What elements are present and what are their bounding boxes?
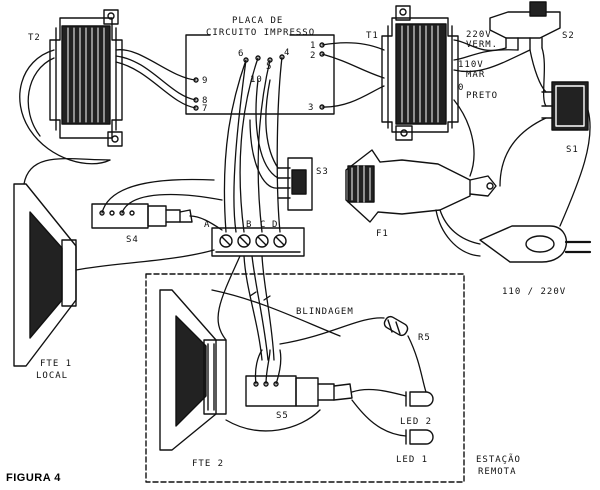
s5-label: S5 <box>276 411 289 421</box>
pcb-pin-6: 6 <box>238 49 244 59</box>
speaker-fte2 <box>159 289 227 451</box>
s2-label: S2 <box>562 31 575 41</box>
switch-s3 <box>277 157 313 211</box>
fuse-holder-f1 <box>345 149 497 223</box>
pcb-pin-3: 3 <box>308 103 314 113</box>
tap-preto: PRETO <box>466 91 498 101</box>
speaker-local-line2: LOCAL <box>36 371 68 381</box>
tap-220v: 220V <box>466 30 492 40</box>
mains-plug <box>479 225 592 263</box>
s1-label: S1 <box>566 145 579 155</box>
pcb-pin-4: 4 <box>284 48 290 58</box>
wiring <box>19 39 591 437</box>
led2-label: LED 2 <box>400 417 432 427</box>
led-1 <box>405 429 434 445</box>
remote-station-box <box>145 273 465 483</box>
station-line2: REMOTA <box>478 467 517 477</box>
terminal-b: B <box>246 220 252 230</box>
switch-s1 <box>541 81 589 131</box>
transformer-t2 <box>49 9 123 147</box>
pcb-pin-5: 5 <box>266 62 272 72</box>
tap-mar: MAR <box>466 70 485 80</box>
resistor-r5 <box>383 315 409 337</box>
tap-verm: VERM. <box>466 40 498 50</box>
s3-label: S3 <box>316 167 329 177</box>
led1-label: LED 1 <box>396 455 428 465</box>
switch-s4 <box>91 203 193 229</box>
speaker-local-line1: FTE 1 <box>40 359 72 369</box>
t1-label: T1 <box>366 31 379 41</box>
s4-label: S4 <box>126 235 139 245</box>
terminal-c: C <box>260 220 266 230</box>
pcb-title-line1: PLACA DE <box>232 16 283 26</box>
t2-label: T2 <box>28 33 41 43</box>
speaker-remote-label: FTE 2 <box>192 459 224 469</box>
f1-label: F1 <box>376 229 389 239</box>
pcb-pin-7: 7 <box>202 104 208 114</box>
pcb-pin-10: 10 <box>250 75 263 85</box>
terminal-d: D <box>272 220 278 230</box>
led-2 <box>405 391 434 407</box>
pcb-pin-8: 8 <box>202 96 208 106</box>
plug-label: 110 / 220V <box>502 287 566 297</box>
figure-caption: FIGURA 4 <box>6 472 61 484</box>
transformer-t1 <box>381 5 459 141</box>
switch-s5 <box>245 375 353 407</box>
shield-label: BLINDAGEM <box>296 307 354 317</box>
station-line1: ESTAÇÃO <box>476 454 521 465</box>
terminal-strip <box>211 227 305 257</box>
tap-110v: 110V <box>458 60 484 70</box>
terminal-a: A <box>204 220 210 230</box>
pcb-pin-1: 1 <box>310 41 316 51</box>
pcb-pin-2: 2 <box>310 51 316 61</box>
tap-0: 0 <box>458 83 464 93</box>
pcb-title-line2: CIRCUITO IMPRESSO <box>206 28 315 38</box>
r5-label: R5 <box>418 333 431 343</box>
switch-s2 <box>489 1 561 51</box>
pcb-pin-9: 9 <box>202 76 208 86</box>
speaker-fte1 <box>13 183 77 367</box>
